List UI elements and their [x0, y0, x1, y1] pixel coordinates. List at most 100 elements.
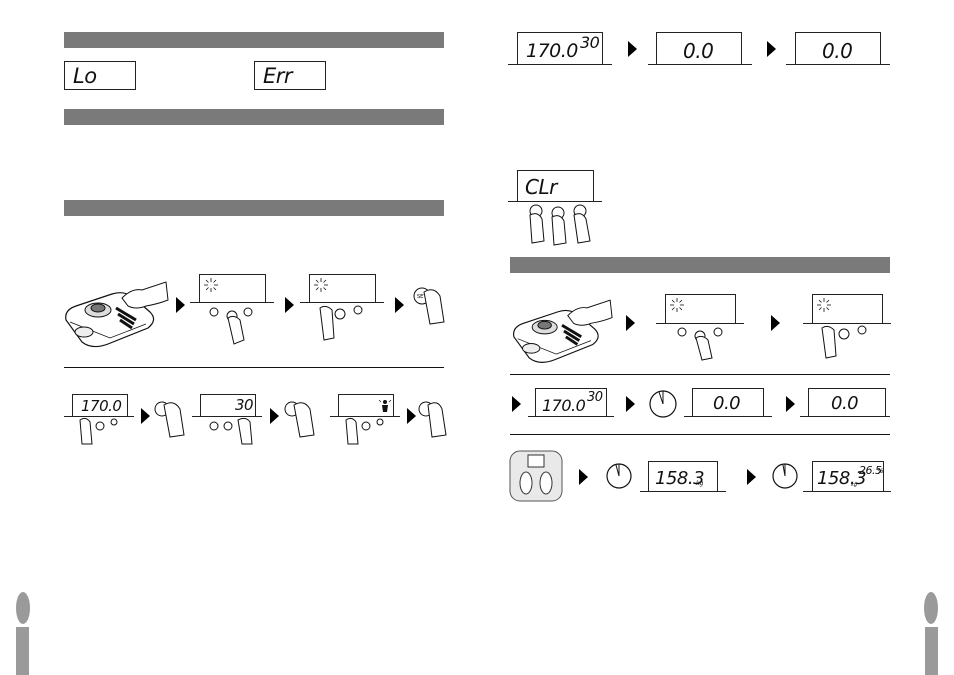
lcd-display-clear: CLr [517, 170, 594, 201]
lcd-text-fat: 26.5 [859, 464, 882, 477]
timer-icon [649, 390, 677, 418]
page-tab-left [16, 627, 29, 675]
button-set-press-illustration [677, 327, 723, 361]
lcd-text-height: 170.0 [526, 40, 578, 62]
button-down-press-illustration [209, 417, 253, 445]
arrow-right-icon [786, 396, 795, 412]
lcd-baseline [803, 323, 891, 324]
lcd-baseline [803, 491, 891, 492]
lcd-baseline [330, 416, 400, 417]
set-button-press-illustration [418, 401, 447, 438]
arrow-right-icon [512, 396, 521, 412]
arrow-right-icon [626, 315, 635, 331]
arrow-right-icon [628, 41, 637, 57]
lcd-fat-unit: % [877, 467, 884, 475]
section-bar-3 [64, 200, 444, 216]
arrow-right-icon [767, 41, 776, 57]
arrow-right-icon [407, 408, 416, 424]
lcd-baseline [64, 416, 134, 417]
section-bar-right [510, 257, 890, 273]
lcd-baseline [648, 64, 752, 65]
section-bar-2 [64, 109, 444, 125]
set-button-press-illustration: SET [413, 287, 445, 325]
lcd-text-clear: CLr [525, 175, 557, 199]
arrow-right-icon [626, 396, 635, 412]
lcd-display-reset-flash: 0.0 [692, 388, 764, 416]
lcd-baseline [640, 491, 726, 492]
lcd-display-low: Lo [64, 61, 136, 90]
lcd-baseline [528, 416, 614, 417]
section-bar-errors [64, 32, 444, 48]
lcd-display-height-age: 170.0 30 [535, 388, 607, 416]
lcd-baseline [300, 302, 384, 303]
divider-line [510, 434, 890, 435]
lcd-baseline [508, 201, 602, 202]
flash-icon [314, 278, 328, 292]
lcd-display-gender [338, 394, 394, 416]
button-up-press-illustration [79, 417, 118, 445]
lcd-text-age: 30 [587, 390, 603, 405]
lcd-display-error: Err [254, 61, 326, 90]
lcd-text-error: Err [263, 64, 293, 88]
lcd-display-reset: 0.0 [795, 32, 881, 64]
lcd-text-weight: 158.3 [817, 468, 867, 489]
page-tab-right [925, 627, 938, 675]
lcd-text-reset: 0.0 [713, 393, 741, 414]
arrow-right-icon [771, 315, 780, 331]
svg-text:SET: SET [417, 294, 427, 300]
lcd-display-height: 170.0 [72, 394, 128, 416]
scale-hand-illustration [65, 281, 169, 348]
divider-line [64, 367, 444, 368]
lcd-baseline [786, 64, 890, 65]
lcd-baseline [192, 416, 262, 417]
lcd-text-height: 170.0 [81, 397, 122, 415]
button-up-press-illustration [821, 325, 867, 359]
scale-footprints-icon [509, 450, 563, 502]
timer-icon [772, 463, 798, 489]
button-set-press-illustration [209, 307, 253, 345]
lcd-display-blank-2 [309, 274, 376, 302]
lcd-text-reset: 0.0 [822, 39, 853, 63]
button-up-press-illustration [345, 417, 384, 445]
lcd-display-reset-flash: 0.0 [656, 32, 742, 64]
arrow-right-icon [270, 408, 279, 424]
lcd-text-reset: 0.0 [831, 393, 859, 414]
arrow-right-icon [141, 408, 150, 424]
timer-icon [606, 463, 632, 489]
arrow-right-icon [747, 469, 756, 485]
person-flash-icon [378, 399, 392, 412]
set-button-press-illustration [284, 401, 315, 438]
lcd-display-weight: 158.3 kg [648, 461, 718, 491]
lcd-baseline [800, 416, 890, 417]
arrow-right-icon [395, 297, 404, 313]
lcd-text-age: 30 [235, 396, 254, 414]
flash-icon [817, 298, 831, 312]
lcd-text-low: Lo [73, 64, 97, 88]
scale-hand-illustration [513, 299, 613, 363]
arrow-right-icon [176, 297, 185, 313]
page-tab-oval [16, 592, 30, 624]
lcd-baseline [656, 323, 744, 324]
divider-line [510, 374, 890, 375]
lcd-text-weight: 158.3 [655, 468, 705, 489]
three-button-press-illustration [529, 204, 591, 246]
lcd-text-reset: 0.0 [683, 39, 714, 63]
lcd-unit: kg [851, 482, 858, 488]
lcd-unit: kg [696, 480, 704, 487]
arrow-right-icon [579, 469, 588, 485]
lcd-text-height: 170.0 [542, 396, 586, 415]
set-button-press-illustration [154, 401, 185, 438]
lcd-display-height-age: 170.0 30 [517, 32, 603, 64]
lcd-display-blank-1 [199, 274, 266, 302]
lcd-baseline [190, 302, 274, 303]
lcd-text-age: 30 [580, 33, 600, 52]
lcd-display-age: 30 [200, 394, 256, 416]
arrow-right-icon [285, 297, 294, 313]
lcd-display-reset: 0.0 [808, 388, 886, 416]
lcd-baseline [508, 64, 612, 65]
lcd-display-weight-fat: 158.3 kg 26.5 % [812, 461, 884, 491]
flash-icon [204, 278, 218, 292]
page-tab-oval [924, 592, 938, 624]
button-up-press-illustration [319, 305, 363, 341]
lcd-baseline [684, 416, 772, 417]
